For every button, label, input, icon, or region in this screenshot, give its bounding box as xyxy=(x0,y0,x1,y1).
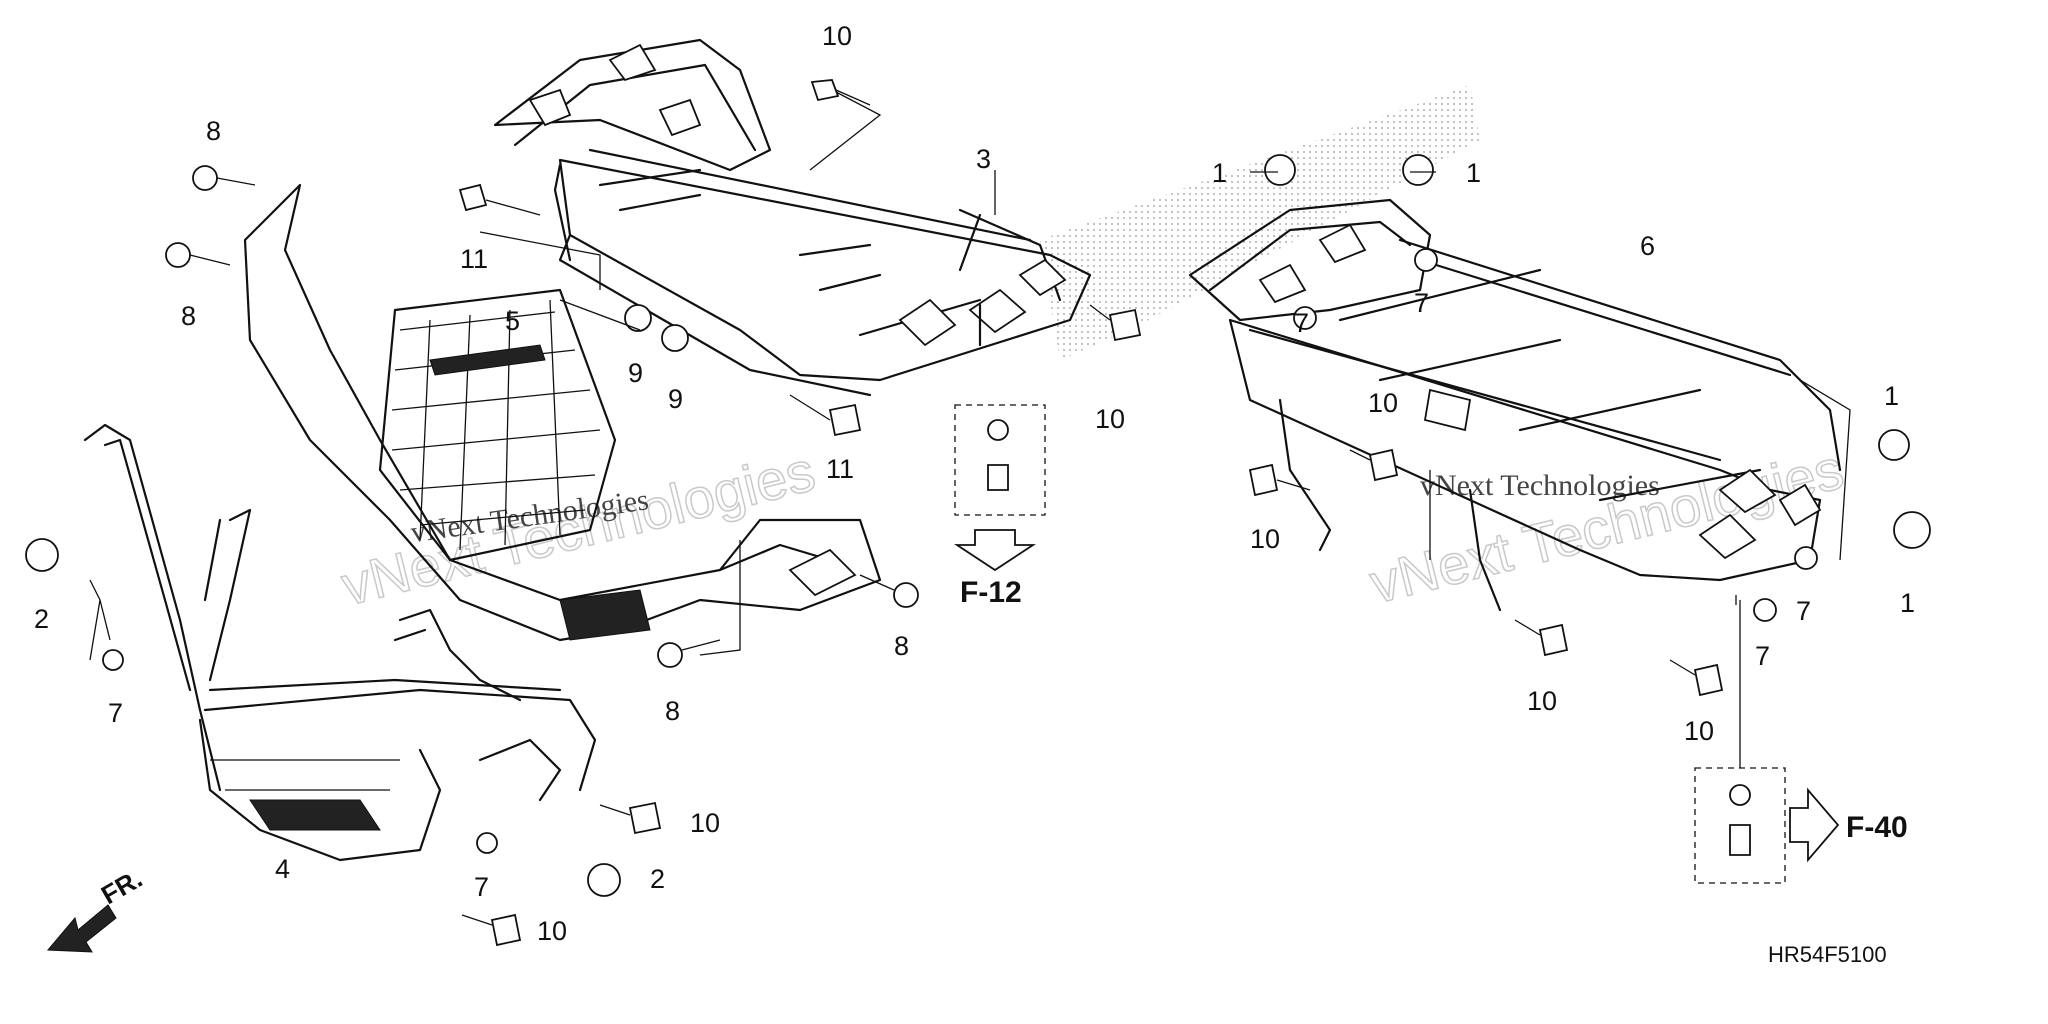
callout-4[interactable]: 4 xyxy=(275,854,290,884)
callout-7[interactable]: 7 xyxy=(1796,596,1811,626)
callout-10[interactable]: 10 xyxy=(537,916,567,946)
callout-7[interactable]: 7 xyxy=(1755,641,1770,671)
right-arrow-icon xyxy=(1789,787,1840,863)
callout-1[interactable]: 1 xyxy=(1466,158,1481,188)
front-arrow-icon xyxy=(46,904,117,953)
ref-f12[interactable]: F-12 xyxy=(953,529,1037,609)
callout-5[interactable]: 5 xyxy=(505,306,520,336)
callout-8[interactable]: 8 xyxy=(894,631,909,661)
callout-2[interactable]: 2 xyxy=(650,864,665,894)
callout-10[interactable]: 10 xyxy=(1527,686,1557,716)
ref-label-f40[interactable]: F-40 xyxy=(1846,811,1908,844)
dotted-shading xyxy=(1040,85,1480,360)
callout-10[interactable]: 10 xyxy=(822,21,852,51)
callout-10[interactable]: 10 xyxy=(1368,388,1398,418)
callout-6[interactable]: 6 xyxy=(1640,231,1655,261)
callout-3[interactable]: 3 xyxy=(976,144,991,174)
callout-1[interactable]: 1 xyxy=(1884,381,1899,411)
watermark-text: vNext Technologies xyxy=(1364,437,1849,615)
callout-10[interactable]: 10 xyxy=(1250,524,1280,554)
front-bumper-cover[interactable] xyxy=(243,183,882,642)
front-guard[interactable] xyxy=(83,423,597,862)
callout-7[interactable]: 7 xyxy=(474,872,489,902)
diagram-code: HR54F5100 xyxy=(1768,942,1887,967)
front-direction-indicator: FR. xyxy=(46,863,147,953)
watermark-left: vNext Technologies xyxy=(335,438,822,618)
callout-9[interactable]: 9 xyxy=(668,384,683,414)
callout-1[interactable]: 1 xyxy=(1900,588,1915,618)
down-arrow-icon xyxy=(953,529,1037,572)
callout-8[interactable]: 8 xyxy=(206,116,221,146)
leader-lines xyxy=(89,91,1851,661)
direction-label: FR. xyxy=(96,863,147,910)
front-grille[interactable] xyxy=(378,288,617,562)
callout-10[interactable]: 10 xyxy=(1684,716,1714,746)
watermark-text: vNext Technologies xyxy=(335,439,820,617)
callout-7[interactable]: 7 xyxy=(1414,288,1429,318)
callout-8[interactable]: 8 xyxy=(181,301,196,331)
callout-10[interactable]: 10 xyxy=(1095,404,1125,434)
callout-2[interactable]: 2 xyxy=(34,604,49,634)
ref-label-f12[interactable]: F-12 xyxy=(960,576,1022,609)
fasteners xyxy=(25,79,1931,947)
callout-10[interactable]: 10 xyxy=(690,808,720,838)
callout-1[interactable]: 1 xyxy=(1212,158,1227,188)
watermark-right: vNext Technologies xyxy=(1363,436,1850,616)
callout-8[interactable]: 8 xyxy=(665,696,680,726)
callout-11[interactable]: 11 xyxy=(460,244,488,274)
callout-7[interactable]: 7 xyxy=(108,698,123,728)
callout-7[interactable]: 7 xyxy=(1294,308,1309,338)
watermark-text-small: vNext Technologies xyxy=(1420,469,1660,502)
callout-11[interactable]: 11 xyxy=(826,454,854,484)
callout-9[interactable]: 9 xyxy=(628,358,643,388)
ref-f40[interactable]: F-40 xyxy=(1789,787,1908,863)
callouts: 10 8 8 11 3 5 9 9 10 11 8 8 2 7 4 10 7 2… xyxy=(34,21,1915,946)
front-carrier-rack[interactable] xyxy=(493,38,1092,397)
